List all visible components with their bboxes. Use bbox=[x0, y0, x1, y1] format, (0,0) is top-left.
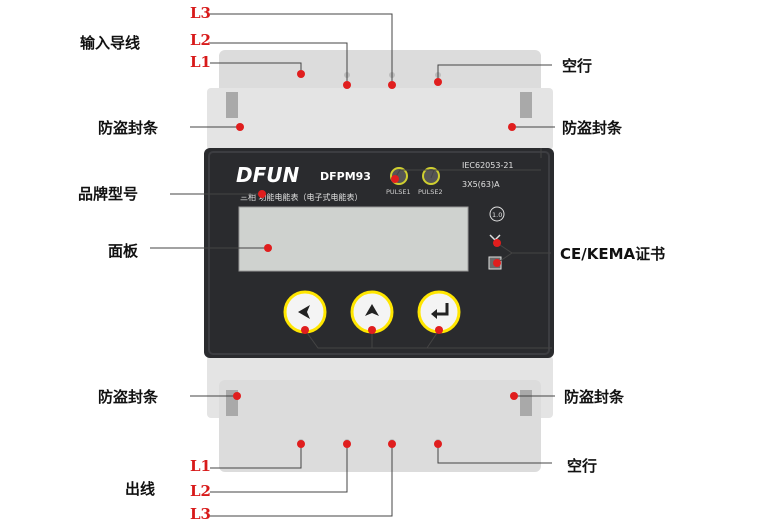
empty-slot-bottom-label: 空行 bbox=[567, 457, 598, 475]
phase-label-bottom-l1: L1 bbox=[190, 457, 211, 475]
empty-slot-top-label: 空行 bbox=[562, 57, 593, 75]
phase-label-bottom-l3: L3 bbox=[190, 505, 211, 523]
marker-dot bbox=[368, 326, 376, 334]
rating-text: 3X5(63)A bbox=[462, 180, 500, 189]
marker-dot bbox=[388, 81, 396, 89]
marker-dot bbox=[297, 70, 305, 78]
marker-dot bbox=[508, 123, 516, 131]
seal-top-left-label: 防盗封条 bbox=[98, 119, 159, 137]
marker-dot bbox=[343, 81, 351, 89]
cert-label: CE/KEMA证书 bbox=[560, 245, 666, 263]
enter-icon bbox=[435, 303, 449, 316]
marker-dot bbox=[510, 392, 518, 400]
marker-dot bbox=[233, 392, 241, 400]
marker-dot bbox=[493, 259, 501, 267]
phase-label-bottom-l2: L2 bbox=[190, 482, 211, 500]
pulse1-text: PULSE1 bbox=[386, 188, 411, 196]
seal-bottom-left-label: 防盗封条 bbox=[98, 388, 159, 406]
accuracy-text: 1.0 bbox=[492, 211, 502, 219]
brand-text: DFUN bbox=[236, 163, 300, 187]
marker-dot bbox=[301, 326, 309, 334]
marker-dot bbox=[236, 123, 244, 131]
input-wire-label: 输入导线 bbox=[80, 34, 141, 52]
left-arrow-icon bbox=[298, 305, 310, 319]
marker-dot bbox=[435, 326, 443, 334]
marker-dot bbox=[388, 440, 396, 448]
pulse2-text: PULSE2 bbox=[418, 188, 443, 196]
top-right-clip bbox=[520, 92, 532, 118]
marker-dot bbox=[434, 440, 442, 448]
accuracy-circle bbox=[489, 206, 505, 222]
left-arrow-button[interactable] bbox=[283, 290, 327, 334]
marker-dot bbox=[297, 440, 305, 448]
marker-dot bbox=[493, 239, 501, 247]
phase-label-top-l1: L1 bbox=[190, 53, 211, 71]
bottom-housing bbox=[219, 380, 541, 472]
marker-dot bbox=[391, 175, 399, 183]
marker-dot bbox=[258, 190, 266, 198]
model-text: DFPM93 bbox=[320, 170, 371, 183]
output-wire-label: 出线 bbox=[125, 480, 156, 498]
lcd-display bbox=[238, 206, 469, 272]
marker-dot bbox=[343, 440, 351, 448]
phase-label-top-l3: L3 bbox=[190, 4, 211, 22]
top-clamp bbox=[207, 88, 553, 150]
seal-bottom-right-label: 防盗封条 bbox=[564, 388, 625, 406]
top-left-clip bbox=[226, 92, 238, 118]
leader-lines bbox=[150, 13, 555, 517]
standard-text: IEC62053-21 bbox=[462, 161, 514, 170]
bottom-right-clip bbox=[520, 390, 532, 416]
pulse2-led bbox=[422, 167, 440, 185]
subtitle-text: 三相 功能电能表（电子式电能表） bbox=[240, 192, 363, 202]
marker-dot bbox=[434, 78, 442, 86]
model-label: 品牌型号 bbox=[78, 185, 139, 203]
panel-label: 面板 bbox=[108, 242, 139, 260]
up-arrow-icon bbox=[365, 304, 379, 316]
phase-label-top-l2: L2 bbox=[190, 31, 211, 49]
markers bbox=[233, 70, 518, 448]
marker-dot bbox=[264, 244, 272, 252]
seal-top-right-label: 防盗封条 bbox=[562, 119, 623, 137]
